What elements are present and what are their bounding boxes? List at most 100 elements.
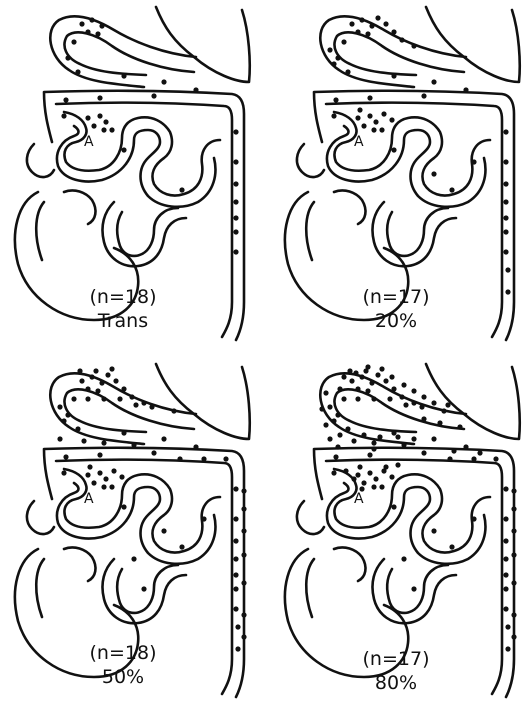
marker-dot bbox=[241, 552, 246, 557]
marker-dot bbox=[503, 486, 508, 491]
marker-dot bbox=[331, 470, 336, 475]
marker-dot bbox=[371, 127, 376, 132]
marker-dot bbox=[109, 127, 114, 132]
marker-dot bbox=[241, 634, 246, 639]
marker-dot bbox=[85, 386, 90, 391]
marker-dot bbox=[63, 454, 68, 459]
marker-dot bbox=[389, 374, 394, 379]
marker-dot bbox=[477, 450, 482, 455]
marker-dot bbox=[341, 396, 346, 401]
marker-dot bbox=[61, 418, 66, 423]
marker-dot bbox=[379, 127, 384, 132]
marker-dot bbox=[359, 17, 364, 22]
marker-dot bbox=[511, 552, 516, 557]
marker-dot bbox=[375, 15, 380, 20]
marker-dot bbox=[463, 444, 468, 449]
marker-dot bbox=[241, 612, 246, 617]
panel-20-n-label: (n=17) bbox=[321, 286, 471, 308]
marker-dot bbox=[327, 436, 332, 441]
marker-dot bbox=[85, 29, 90, 34]
marker-dot bbox=[511, 488, 516, 493]
marker-dot bbox=[511, 634, 516, 639]
marker-dot bbox=[503, 556, 508, 561]
marker-dot bbox=[421, 93, 426, 98]
marker-dot bbox=[389, 474, 394, 479]
marker-dot bbox=[99, 23, 104, 28]
marker-dot bbox=[233, 606, 238, 611]
marker-dot bbox=[113, 378, 118, 383]
marker-dot bbox=[99, 380, 104, 385]
marker-dot bbox=[97, 452, 102, 457]
marker-dot bbox=[121, 147, 126, 152]
marker-dot bbox=[335, 55, 340, 60]
marker-dot bbox=[471, 159, 476, 164]
marker-dot bbox=[349, 21, 354, 26]
marker-dot bbox=[355, 472, 360, 477]
marker-dot bbox=[327, 404, 332, 409]
marker-dot bbox=[103, 119, 108, 124]
marker-dot bbox=[331, 61, 336, 66]
marker-dot bbox=[331, 113, 336, 118]
marker-dot bbox=[357, 464, 362, 469]
marker-dot bbox=[129, 394, 134, 399]
marker-dot bbox=[355, 29, 360, 34]
marker-dot bbox=[89, 374, 94, 379]
marker-dot bbox=[373, 119, 378, 124]
marker-dot bbox=[333, 454, 338, 459]
marker-dot bbox=[57, 404, 62, 409]
marker-dot bbox=[511, 580, 516, 585]
marker-dot bbox=[361, 123, 366, 128]
marker-dot bbox=[341, 374, 346, 379]
marker-dot bbox=[395, 434, 400, 439]
marker-dot bbox=[395, 462, 400, 467]
marker-dot bbox=[171, 408, 176, 413]
marker-dot bbox=[201, 456, 206, 461]
marker-dot bbox=[503, 215, 508, 220]
marker-dot bbox=[411, 388, 416, 393]
marker-dot bbox=[75, 69, 80, 74]
marker-dot bbox=[103, 476, 108, 481]
marker-dot bbox=[131, 556, 136, 561]
marker-dot bbox=[431, 171, 436, 176]
marker-dot bbox=[85, 396, 90, 401]
panel-50-condition-label: 50% bbox=[48, 666, 198, 688]
marker-dot bbox=[79, 378, 84, 383]
marker-dot bbox=[511, 612, 516, 617]
marker-dot bbox=[411, 400, 416, 405]
marker-dot bbox=[391, 430, 396, 435]
marker-dot bbox=[371, 396, 376, 401]
marker-dot bbox=[511, 506, 516, 511]
marker-dot bbox=[371, 440, 376, 445]
marker-dot bbox=[493, 456, 498, 461]
marker-dot bbox=[121, 504, 126, 509]
marker-dot bbox=[233, 229, 238, 234]
marker-dot bbox=[323, 390, 328, 395]
marker-dot bbox=[391, 147, 396, 152]
marker-dot bbox=[57, 436, 62, 441]
marker-dot bbox=[391, 504, 396, 509]
marker-dot bbox=[75, 426, 80, 431]
marker-dot bbox=[503, 229, 508, 234]
marker-dot bbox=[95, 388, 100, 393]
marker-dot bbox=[471, 516, 476, 521]
marker-dot bbox=[367, 470, 372, 475]
marker-dot bbox=[241, 580, 246, 585]
marker-dot bbox=[471, 456, 476, 461]
marker-dot bbox=[233, 556, 238, 561]
marker-dot bbox=[85, 115, 90, 120]
marker-dot bbox=[449, 187, 454, 192]
marker-dot bbox=[389, 117, 394, 122]
marker-dot bbox=[233, 586, 238, 591]
marker-dot bbox=[451, 448, 456, 453]
panel-50-n-label: (n=18) bbox=[48, 642, 198, 664]
marker-dot bbox=[109, 366, 114, 371]
marker-dot bbox=[503, 586, 508, 591]
marker-dot bbox=[399, 394, 404, 399]
marker-dot bbox=[119, 474, 124, 479]
marker-dot bbox=[141, 586, 146, 591]
marker-dot bbox=[365, 388, 370, 393]
marker-dot bbox=[85, 472, 90, 477]
marker-dot bbox=[233, 572, 238, 577]
marker-dot bbox=[419, 404, 424, 409]
marker-dot bbox=[87, 464, 92, 469]
